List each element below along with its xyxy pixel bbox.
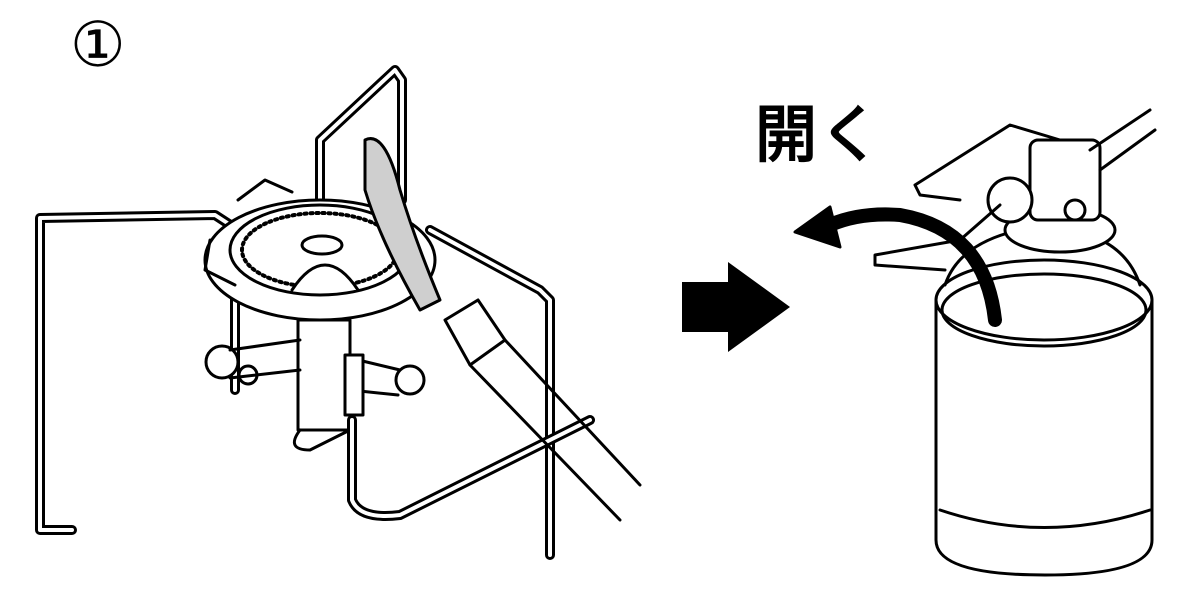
counterclockwise-arrow-icon (793, 205, 842, 249)
action-label: 開く (755, 98, 884, 171)
stove-illustration (35, 65, 642, 560)
right-arrow-icon (682, 262, 790, 352)
step-number: ① (70, 8, 126, 81)
gas-canister-illustration (793, 108, 1157, 577)
